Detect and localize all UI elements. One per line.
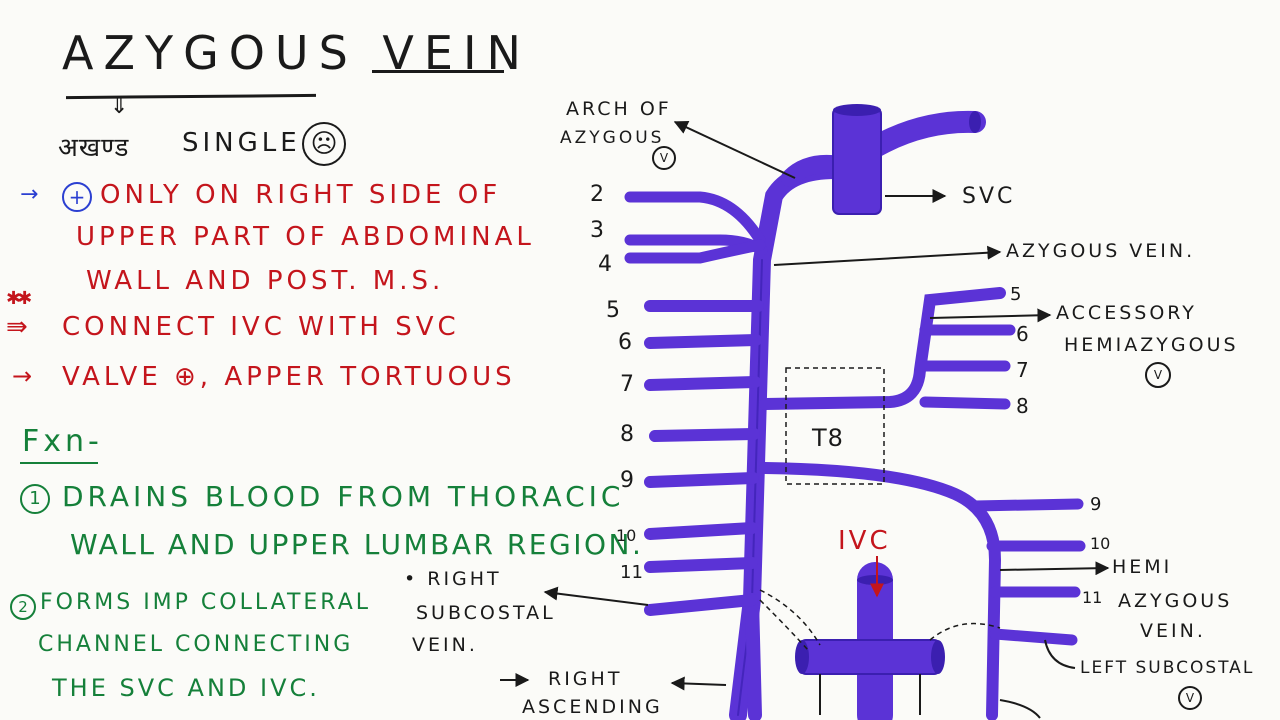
hemi-label-1: Hemi <box>1112 556 1173 578</box>
rib-number-right-7: 7 <box>1016 358 1029 382</box>
t8-label: T8 <box>812 424 844 452</box>
svc-label: SVC <box>962 184 1016 209</box>
subtitle-word: Single <box>182 128 301 158</box>
fxn-heading: Fxn- <box>22 424 103 459</box>
vein-vessels <box>624 110 1086 720</box>
function-2-line-3: the SVC and IVC. <box>52 674 320 702</box>
note-line-1: only on right side of <box>100 180 502 210</box>
right-subcostal-vein <box>644 594 758 616</box>
note-line-4: connect IVC with SVC <box>62 312 460 342</box>
double-arrow-icon: ⇓ <box>110 94 129 119</box>
subtitle-hindi: अखण्ड <box>58 133 130 163</box>
bullet-4-marker: ⇛ <box>6 312 28 342</box>
rib-number-right-6: 6 <box>1016 322 1029 346</box>
ivc-label: IVC <box>838 526 891 556</box>
intercostal-9 <box>644 472 759 488</box>
rib-number-4: 4 <box>598 252 612 277</box>
right-subcostal-label-2: subcostal <box>416 602 556 624</box>
arch-label-2: Azygous <box>560 128 665 148</box>
function-2-line-2: channel connecting <box>38 632 354 657</box>
rib-number-11: 11 <box>620 562 643 583</box>
stars-icon: ✱✱ <box>6 288 32 309</box>
rib-number-right-5: 5 <box>1010 284 1022 305</box>
sad-face-icon: ☹ <box>302 122 346 166</box>
azygous-lower-branch <box>745 593 762 720</box>
rib-number-6: 6 <box>618 330 632 355</box>
left-subcostal-valve-badge: V <box>1178 686 1202 710</box>
left-subcostal-vein <box>989 628 1078 646</box>
right-subcostal-label-1: • Right <box>404 568 502 590</box>
note-line-2: upper part of abdominal <box>76 222 535 252</box>
rib-number-2: 2 <box>590 182 604 207</box>
svc-vessel <box>832 107 882 215</box>
intercostal-4 <box>624 239 766 264</box>
hemi-label-2: azygous <box>1118 590 1233 612</box>
left-brachiocephalic <box>859 110 986 161</box>
right-ascending-label-2: ascending <box>522 696 663 718</box>
intercostal-2 <box>624 191 766 246</box>
accessory-label-1: Accessory <box>1056 302 1197 324</box>
intercostal-7 <box>644 376 761 391</box>
right-ascending-label-1: Right <box>548 668 623 690</box>
intercostal-8 <box>649 428 760 442</box>
rib-number-right-8: 8 <box>1016 394 1029 418</box>
intercostal-6 <box>644 334 762 349</box>
arch-valve-badge: V <box>652 146 676 170</box>
dashed-collaterals <box>759 367 1001 651</box>
function-2-line-1: forms imp collateral <box>40 590 372 615</box>
arch-label-1: Arch of <box>566 98 672 120</box>
rib-number-8: 8 <box>620 422 634 447</box>
accessory-hemiazygous <box>759 287 1006 410</box>
title-underline-2 <box>372 70 504 73</box>
function-1-number: 1 <box>20 484 50 514</box>
rib-number-5: 5 <box>606 298 620 323</box>
bullet-5-marker: → <box>12 362 37 390</box>
rib-number-3: 3 <box>590 218 604 243</box>
rib-number-right-11: 11 <box>1082 588 1103 607</box>
function-2-number: 2 <box>10 594 36 620</box>
bullet-1-marker: → <box>20 182 43 207</box>
note-line-3: wall and post. M.S. <box>86 266 445 296</box>
intercostal-11 <box>644 557 758 573</box>
rib-number-right-9: 9 <box>1090 494 1102 515</box>
azygous-vein-label: Azygous vein. <box>1006 240 1196 262</box>
right-subcostal-label-3: vein. <box>412 634 478 656</box>
rib-number-right-10: 10 <box>1090 534 1111 553</box>
accessory-valve-badge: V <box>1145 362 1171 388</box>
rib-number-9: 9 <box>620 468 634 493</box>
intercostal-10 <box>644 522 758 540</box>
function-1-line-1: Drains blood from thoracic <box>62 480 625 513</box>
note-line-5: valve ⊕, apper tortuous <box>62 362 516 392</box>
rib-number-7: 7 <box>620 372 634 397</box>
fxn-underline <box>20 462 98 464</box>
plus-circle-icon: + <box>62 182 92 212</box>
function-1-line-2: wall and upper lumbar region. <box>70 528 644 561</box>
accessory-label-2: hemiazygous <box>1064 334 1239 356</box>
hemiazygous-crossing <box>759 462 1002 720</box>
renal-tube <box>799 639 941 675</box>
hemi-label-3: vein. <box>1140 620 1206 642</box>
t8-box <box>785 367 885 485</box>
left-subcostal-label: Left subcostal <box>1080 658 1255 678</box>
rib-number-10: 10 <box>616 526 637 545</box>
